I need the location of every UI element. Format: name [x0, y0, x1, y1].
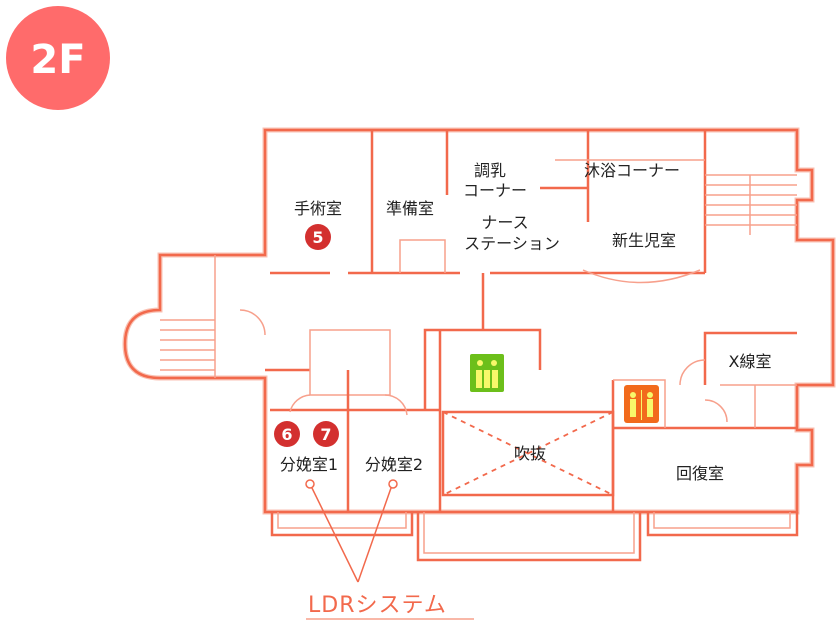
ldr-system-label: LDRシステム — [308, 593, 447, 618]
elevator-icon — [470, 354, 504, 392]
marker-6: 6 — [274, 421, 300, 447]
room-delivery-1: 分娩室1 — [280, 455, 338, 474]
room-nurse-line1: ナース — [481, 213, 528, 232]
svg-text:6: 6 — [281, 425, 292, 444]
room-formula-line2: コーナー — [463, 181, 527, 200]
room-nurse-line2: ステーション — [464, 234, 560, 253]
ldr-callout: LDRシステム — [305, 479, 474, 620]
stairs-right — [705, 174, 797, 235]
marker-7: 7 — [313, 421, 339, 447]
floor-badge-label: 2F — [30, 37, 85, 83]
restroom-icon — [624, 385, 659, 423]
svg-text:5: 5 — [312, 228, 323, 247]
room-newborn: 新生児室 — [612, 231, 676, 250]
building-outline — [122, 127, 836, 562]
room-operating: 手術室 — [294, 199, 342, 218]
svg-text:7: 7 — [320, 425, 331, 444]
room-atrium: 吹抜 — [514, 444, 546, 463]
room-bathing: 沐浴コーナー — [584, 161, 680, 180]
interior-walls — [160, 130, 797, 512]
room-recovery: 回復室 — [676, 464, 724, 483]
room-prep: 準備室 — [386, 199, 434, 218]
floor-badge: 2F — [6, 6, 110, 110]
room-formula-line1: 調乳 — [474, 161, 506, 180]
stairs-left — [160, 255, 216, 378]
room-delivery-2: 分娩室2 — [365, 455, 423, 474]
marker-5: 5 — [305, 224, 331, 250]
room-xray: X線室 — [729, 352, 772, 371]
